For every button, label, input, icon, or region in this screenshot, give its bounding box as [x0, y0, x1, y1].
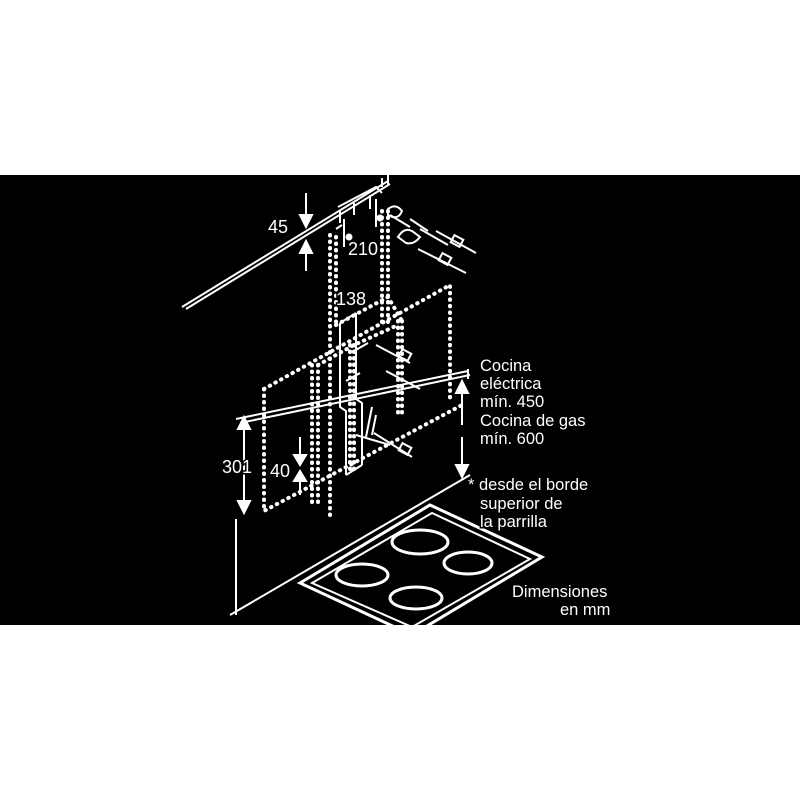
footnote-line-3: la parrilla: [480, 513, 548, 531]
installation-drawing: 45 210 138 301 40 Cocina eléctrica mín. …: [181, 175, 612, 625]
screws-and-plugs: [387, 205, 477, 274]
ceiling-line: [181, 175, 391, 310]
dimension-arrows: [236, 193, 470, 516]
dimension-lower-height: 301: [222, 457, 252, 477]
electric-minimum: mín. 450: [480, 393, 544, 411]
dimension-bracket-spacing: 210: [348, 239, 378, 259]
diagram-panel: 45 210 138 301 40 Cocina eléctrica mín. …: [0, 175, 800, 625]
lower-wall-line: [235, 369, 471, 424]
units-note-line-1: Dimensiones: [512, 583, 607, 601]
hood-screws: [355, 344, 421, 458]
dimension-inner-spacing: 138: [336, 289, 366, 309]
units-note-line-2: en mm: [560, 601, 610, 619]
footnote-line-2: superior de: [480, 495, 563, 513]
gas-minimum: mín. 600: [480, 430, 544, 448]
hood-outline: [262, 209, 464, 517]
upper-bracket: [335, 185, 384, 247]
electric-cooktop-label: Cocina: [480, 357, 532, 375]
dimension-top-offset: 45: [268, 217, 288, 237]
chimney-frame: [339, 312, 377, 476]
hob: [296, 503, 546, 625]
gas-cooktop-label: Cocina de gas: [480, 412, 586, 430]
wall-lines: [229, 474, 471, 616]
electric-cooktop-label-2: eléctrica: [480, 375, 542, 393]
footnote-line-1: * desde el borde: [468, 476, 588, 494]
dimension-lower-offset: 40: [270, 461, 290, 481]
